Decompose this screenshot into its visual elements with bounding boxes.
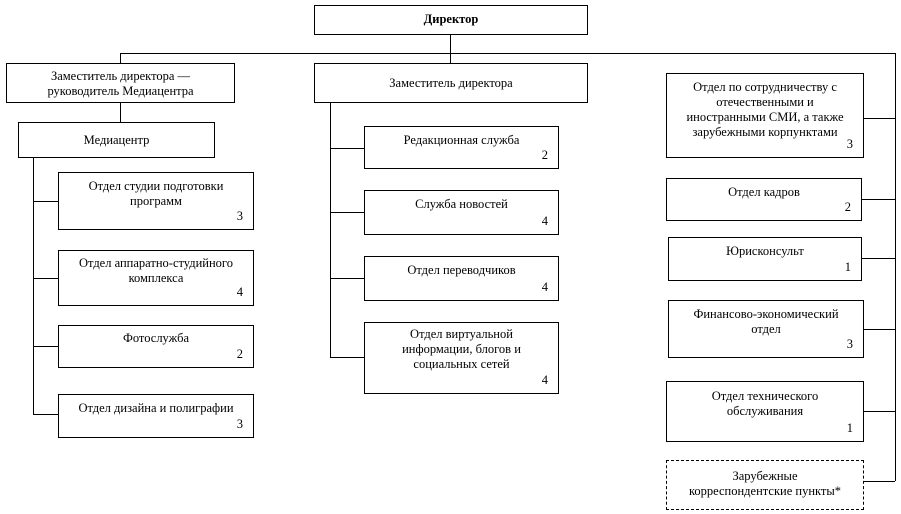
left-unit-2-connector: [33, 278, 58, 279]
left-unit-label: Отдел студии подготовки программ: [88, 179, 224, 208]
left-deputy-connector: [120, 53, 121, 63]
right-unit-5-connector: [864, 411, 895, 412]
middle-unit-label: Служба новостей: [415, 197, 508, 211]
right-unit-3-connector: [862, 258, 895, 259]
right-unit-2-connector: [862, 199, 895, 200]
right-unit-count: 1: [844, 260, 851, 274]
left-unit-label: Отдел аппаратно-студийного комплекса: [79, 256, 233, 285]
right-unit-count: 3: [846, 337, 853, 351]
right-unit-box: Отдел кадров 2: [666, 178, 862, 221]
right-unit-label: Отдел технического обслуживания: [711, 389, 819, 418]
middle-unit-4-connector: [330, 357, 364, 358]
left-unit-count: 4: [236, 285, 243, 299]
left-deputy-box: Заместитель директора — руководитель Мед…: [6, 63, 235, 103]
middle-unit-3-connector: [330, 278, 364, 279]
right-unit-count: 1: [846, 421, 853, 435]
top-horizontal-connector: [120, 53, 896, 54]
left-unit-1-connector: [33, 201, 58, 202]
middle-unit-count: 4: [541, 373, 548, 387]
foreign-offices-connector: [864, 481, 895, 482]
director-down-connector: [450, 35, 451, 53]
mediacenter-vertical-connector: [33, 158, 34, 414]
middle-unit-box: Отдел переводчиков 4: [364, 256, 559, 301]
middle-unit-box: Отдел виртуальной информации, блогов и с…: [364, 322, 559, 394]
middle-deputy-connector: [450, 53, 451, 63]
left-unit-3-connector: [33, 346, 58, 347]
director-box: Директор: [314, 5, 588, 35]
right-unit-label: Юрисконсульт: [726, 244, 804, 258]
right-unit-4-connector: [864, 329, 895, 330]
middle-unit-count: 4: [541, 214, 548, 228]
right-unit-box: Отдел технического обслуживания 1: [666, 381, 864, 442]
foreign-offices-label: Зарубежные корреспондентские пункты*: [688, 469, 842, 498]
left-unit-box: Фотослужба 2: [58, 325, 254, 368]
right-unit-box: Финансово-экономический отдел 3: [668, 300, 864, 358]
mediacenter-box: Медиацентр: [18, 122, 215, 158]
right-unit-label: Отдел кадров: [728, 185, 800, 199]
left-unit-box: Отдел аппаратно-студийного комплекса 4: [58, 250, 254, 306]
middle-unit-2-connector: [330, 212, 364, 213]
right-unit-count: 3: [846, 137, 853, 151]
middle-unit-count: 2: [541, 148, 548, 162]
right-unit-box: Отдел по сотрудничеству с отечественными…: [666, 73, 864, 158]
right-unit-1-connector: [864, 118, 895, 119]
foreign-offices-box: Зарубежные корреспондентские пункты*: [666, 460, 864, 510]
middle-vertical-connector: [330, 103, 331, 357]
left-unit-label: Фотослужба: [122, 331, 190, 345]
right-vertical-connector: [895, 53, 896, 481]
mediacenter-label: Медиацентр: [83, 133, 150, 147]
left-unit-count: 3: [236, 417, 243, 431]
middle-deputy-label: Заместитель директора: [389, 76, 513, 90]
middle-unit-1-connector: [330, 148, 364, 149]
right-unit-count: 2: [844, 200, 851, 214]
middle-unit-box: Редакционная служба 2: [364, 126, 559, 169]
left-unit-box: Отдел дизайна и полиграфии 3: [58, 394, 254, 438]
left-unit-count: 3: [236, 209, 243, 223]
left-deputy-label: Заместитель директора — руководитель Мед…: [47, 69, 194, 98]
middle-unit-label: Отдел виртуальной информации, блогов и с…: [402, 327, 521, 371]
middle-unit-label: Редакционная служба: [403, 133, 520, 147]
left-unit-4-connector: [33, 414, 58, 415]
left-unit-label: Отдел дизайна и полиграфии: [78, 401, 234, 415]
right-unit-label: Финансово-экономический отдел: [693, 307, 839, 336]
middle-unit-label: Отдел переводчиков: [407, 263, 516, 277]
left-unit-box: Отдел студии подготовки программ 3: [58, 172, 254, 230]
middle-deputy-box: Заместитель директора: [314, 63, 588, 103]
right-unit-box: Юрисконсульт 1: [668, 237, 862, 281]
middle-unit-box: Служба новостей 4: [364, 190, 559, 235]
middle-unit-count: 4: [541, 280, 548, 294]
left-unit-count: 2: [236, 347, 243, 361]
right-unit-label: Отдел по сотрудничеству с отечественными…: [686, 80, 844, 139]
deputy-to-mediacenter-connector: [120, 103, 121, 122]
director-label: Директор: [423, 12, 479, 26]
